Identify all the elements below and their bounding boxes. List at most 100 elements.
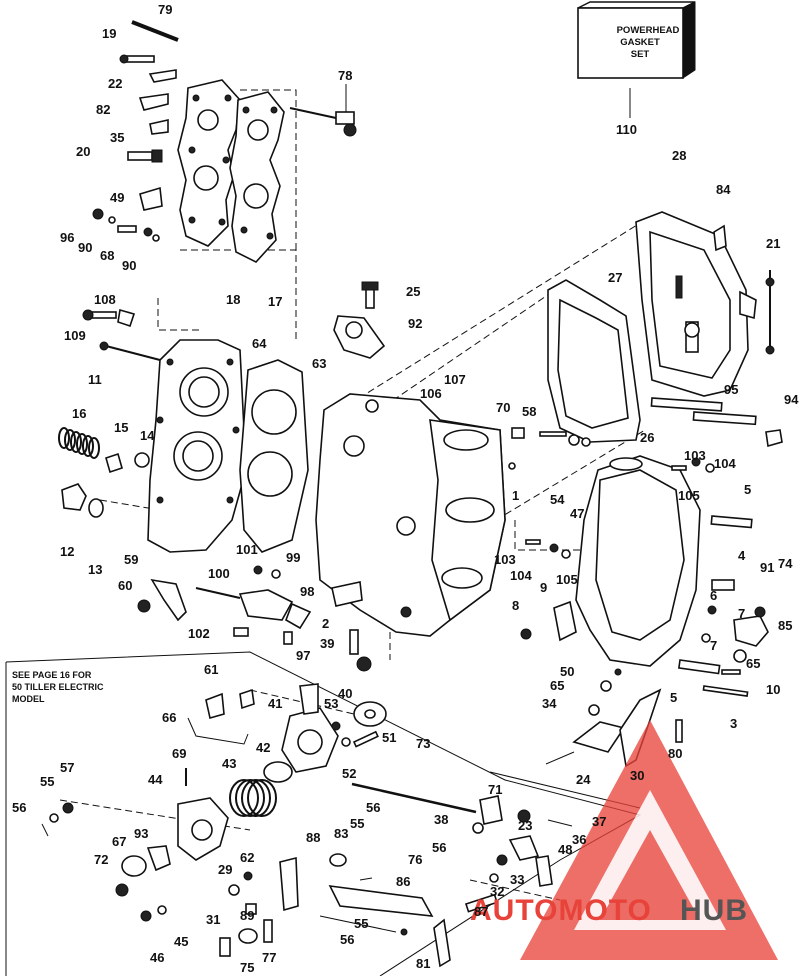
callout: 17 (268, 294, 282, 309)
callout: 52 (342, 766, 356, 781)
callout: 73 (416, 736, 430, 751)
callout: 78 (338, 68, 352, 83)
parts-54-47-58-70 (508, 427, 591, 470)
callout: 76 (408, 852, 422, 867)
box-line2: GASKET (620, 37, 660, 48)
callout: 109 (64, 328, 86, 343)
callout: 3 (730, 716, 737, 731)
callout: 106 (420, 386, 442, 401)
callout: 8 (512, 598, 519, 613)
callout: 50 (560, 664, 574, 679)
callout: 16 (72, 406, 86, 421)
inset-frame (5, 651, 642, 976)
callout: 85 (778, 618, 792, 633)
callout: 9 (540, 580, 547, 595)
callout: 5 (670, 690, 677, 705)
callout-numbers: 79 19 22 82 35 20 49 96 90 68 90 18 17 7… (12, 2, 799, 975)
callout: 58 (522, 404, 536, 419)
callout: 57 (60, 760, 74, 775)
note-line1: SEE PAGE 16 FOR (12, 670, 92, 680)
callout: 64 (252, 336, 267, 351)
callout: 67 (112, 834, 126, 849)
callout: 45 (174, 934, 188, 949)
exhaust-gasket-17 (229, 91, 285, 263)
box-line1: POWERHEAD (617, 25, 680, 36)
callout: 56 (12, 800, 26, 815)
callout: 105 (678, 488, 700, 503)
callout: 70 (496, 400, 510, 415)
callout: 55 (354, 916, 368, 931)
callout: 18 (226, 292, 240, 307)
callout: 44 (148, 772, 163, 787)
callout: 97 (296, 648, 310, 663)
box-line3: SET (631, 49, 650, 60)
callout: 47 (570, 506, 584, 521)
callout: 25 (406, 284, 420, 299)
callout: 62 (240, 850, 254, 865)
bypass-cover-27 (635, 211, 757, 397)
callout: 54 (550, 492, 565, 507)
callout: 56 (366, 800, 380, 815)
callout: 12 (60, 544, 74, 559)
callout: 95 (724, 382, 738, 397)
watermark-part-a: AUTOMOTO (470, 894, 652, 927)
callout: 82 (96, 102, 110, 117)
callout: 61 (204, 662, 218, 677)
tiller-section-parts (41, 683, 573, 968)
parts-21-95-94 (650, 270, 783, 448)
callout: 99 (286, 550, 300, 565)
callout: 2 (322, 616, 329, 631)
callout: 87 (474, 904, 488, 919)
callout: 72 (94, 852, 108, 867)
callout: 103 (494, 552, 516, 567)
callout: 100 (208, 566, 230, 581)
callout: 108 (94, 292, 116, 307)
callout: 105 (556, 572, 578, 587)
callout: 83 (334, 826, 348, 841)
callout: 28 (672, 148, 686, 163)
callout: 96 (60, 230, 74, 245)
bypass-gasket-26 (547, 279, 641, 443)
callout: 6 (710, 588, 717, 603)
callout: 92 (408, 316, 422, 331)
cylinder-head-64 (147, 339, 247, 553)
callout: 55 (350, 816, 364, 831)
callout: 81 (416, 956, 430, 971)
callout: 37 (592, 814, 606, 829)
callout: 48 (558, 842, 572, 857)
callout: 27 (608, 270, 622, 285)
callout: 84 (716, 182, 731, 197)
callout: 104 (510, 568, 532, 583)
callout: 68 (100, 248, 114, 263)
callout: 53 (324, 696, 338, 711)
callout: 42 (256, 740, 270, 755)
callout: 51 (382, 730, 396, 745)
callout: 56 (340, 932, 354, 947)
callout: 29 (218, 862, 232, 877)
callout: 38 (434, 812, 448, 827)
callout: 104 (714, 456, 736, 471)
callout: 86 (396, 874, 410, 889)
callout: 7 (710, 638, 717, 653)
note-line3: MODEL (12, 694, 45, 704)
callout: 65 (550, 678, 564, 693)
callout: 75 (240, 960, 254, 975)
watermark-logo (520, 720, 778, 960)
callout: 101 (236, 542, 258, 557)
callout: 65 (746, 656, 760, 671)
part-78 (289, 84, 357, 137)
callout: 102 (188, 626, 210, 641)
callout: 98 (300, 584, 314, 599)
callout: 40 (338, 686, 352, 701)
callout: 91 (760, 560, 774, 575)
callout: 15 (114, 420, 128, 435)
callout: 39 (320, 636, 334, 651)
top-left-hardware (92, 20, 179, 242)
callout: 23 (518, 818, 532, 833)
lower-right-hardware (520, 600, 769, 743)
callout: 11 (88, 372, 102, 387)
callout: 46 (150, 950, 164, 965)
